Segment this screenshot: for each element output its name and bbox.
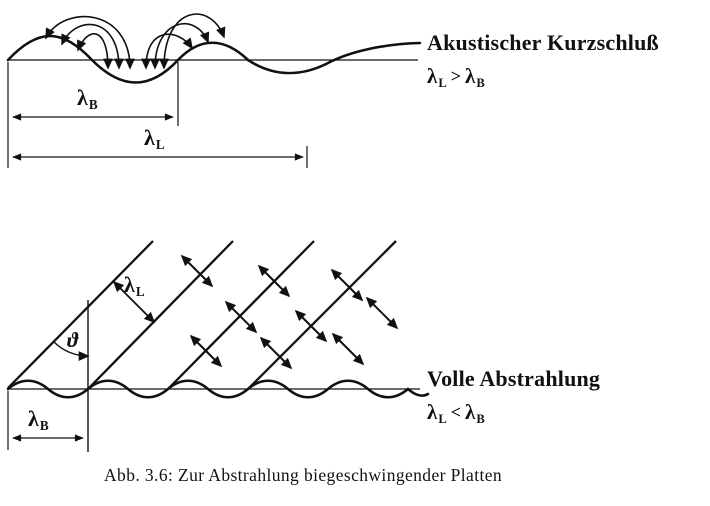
- angle-arc-arrow: [53, 341, 90, 361]
- particle-velocity-arrow: [330, 268, 364, 302]
- particle-velocity-arrow: [259, 336, 293, 370]
- field-line-arc: [159, 13, 226, 70]
- wavefront-line: [87, 240, 234, 390]
- lambda-l-label-top: λL: [144, 125, 165, 152]
- lambda-b-label-top: λB: [77, 85, 98, 112]
- lambda-b-label-bottom: λB: [28, 406, 49, 433]
- field-line-arc: [45, 15, 135, 70]
- top-diagram-title: Akustischer Kurzschluß: [427, 30, 659, 55]
- field-line-arc: [61, 23, 124, 70]
- wavefront-line: [7, 240, 154, 389]
- particle-velocity-arrow: [294, 309, 328, 343]
- particle-velocity-arrow: [331, 332, 365, 366]
- particle-velocity-arrow: [189, 334, 223, 368]
- particle-velocity-arrow: [365, 296, 399, 330]
- particle-velocity-arrow: [224, 300, 258, 334]
- angle-theta-label: ϑ: [67, 328, 79, 352]
- field-line-arc: [77, 33, 113, 70]
- top-diagram-relation: λL>λB: [427, 64, 485, 90]
- bottom-diagram: [6, 240, 430, 452]
- wavefront-line: [247, 240, 397, 390]
- velocity-arrow-field: [180, 254, 399, 370]
- top-diagram: [6, 13, 422, 168]
- bottom-plate-bending-wave: [6, 379, 430, 399]
- top-plate-bending-wave: [6, 34, 422, 84]
- particle-velocity-arrow: [257, 264, 291, 298]
- particle-velocity-arrow: [180, 254, 214, 288]
- lambda-l-wavelength-arrow: [112, 280, 156, 324]
- bottom-diagram-title: Volle Abstrahlung: [427, 366, 601, 391]
- figure-caption: Abb. 3.6: Zur Abstrahlung biegeschwingen…: [104, 465, 503, 485]
- bottom-diagram-relation: λL<λB: [427, 400, 485, 426]
- lambda-l-label-wavefront: λL: [124, 272, 145, 299]
